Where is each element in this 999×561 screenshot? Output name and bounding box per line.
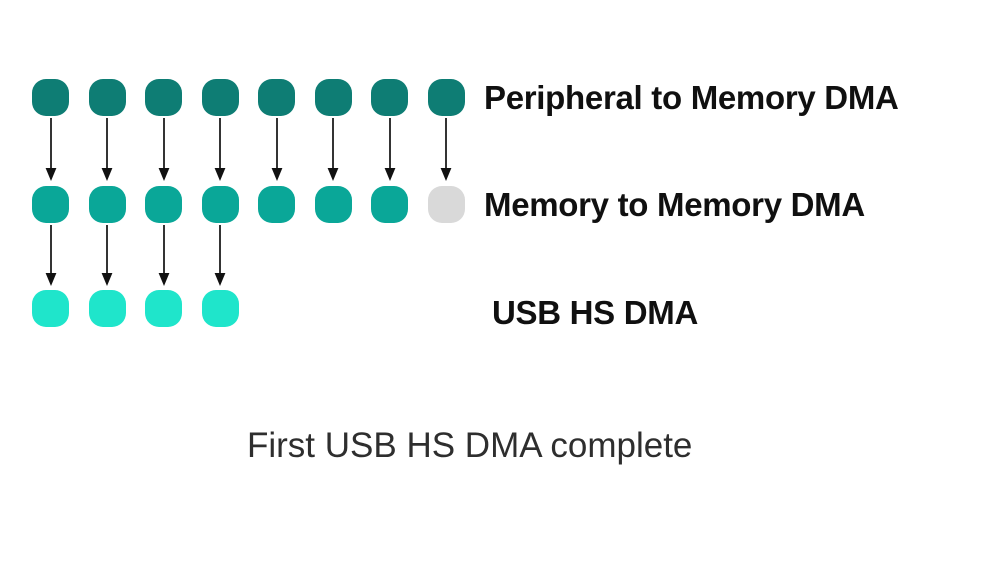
dma-block <box>314 79 352 116</box>
dma-block <box>258 79 295 116</box>
dma-block <box>427 79 465 116</box>
row-label-peripheral-to-memory-dma: Peripheral to Memory DMA <box>484 79 899 116</box>
row-label-memory-to-memory-dma: Memory to Memory DMA <box>484 186 865 223</box>
caption-first-usb-hs-dma-complete: First USB HS DMA complete <box>247 426 693 465</box>
arrow-down-icon <box>44 225 58 292</box>
dma-block <box>201 186 239 223</box>
arrow-down-icon <box>100 225 114 292</box>
arrow-down-icon <box>439 118 453 187</box>
dma-block <box>32 186 69 223</box>
dma-block <box>371 79 408 116</box>
row-label-usb-hs-dma: USB HS DMA <box>492 294 699 331</box>
dma-block <box>88 186 126 223</box>
dma-block <box>32 290 69 327</box>
arrow-down-icon <box>383 118 397 187</box>
arrow-down-icon <box>100 118 114 187</box>
dma-block <box>88 290 126 327</box>
arrow-down-icon <box>157 118 171 187</box>
arrow-down-icon <box>270 118 284 187</box>
dma-block <box>145 290 182 327</box>
arrow-down-icon <box>326 118 340 187</box>
arrow-down-icon <box>157 225 171 292</box>
dma-block <box>201 290 239 327</box>
dma-block <box>88 79 126 116</box>
dma-block <box>427 186 465 223</box>
dma-block <box>32 79 69 116</box>
dma-block <box>201 79 239 116</box>
dma-block <box>371 186 408 223</box>
arrow-down-icon <box>44 118 58 187</box>
dma-block <box>258 186 295 223</box>
dma-block <box>145 186 182 223</box>
dma-block <box>145 79 182 116</box>
arrow-down-icon <box>213 225 227 292</box>
arrow-down-icon <box>213 118 227 187</box>
dma-block <box>314 186 352 223</box>
